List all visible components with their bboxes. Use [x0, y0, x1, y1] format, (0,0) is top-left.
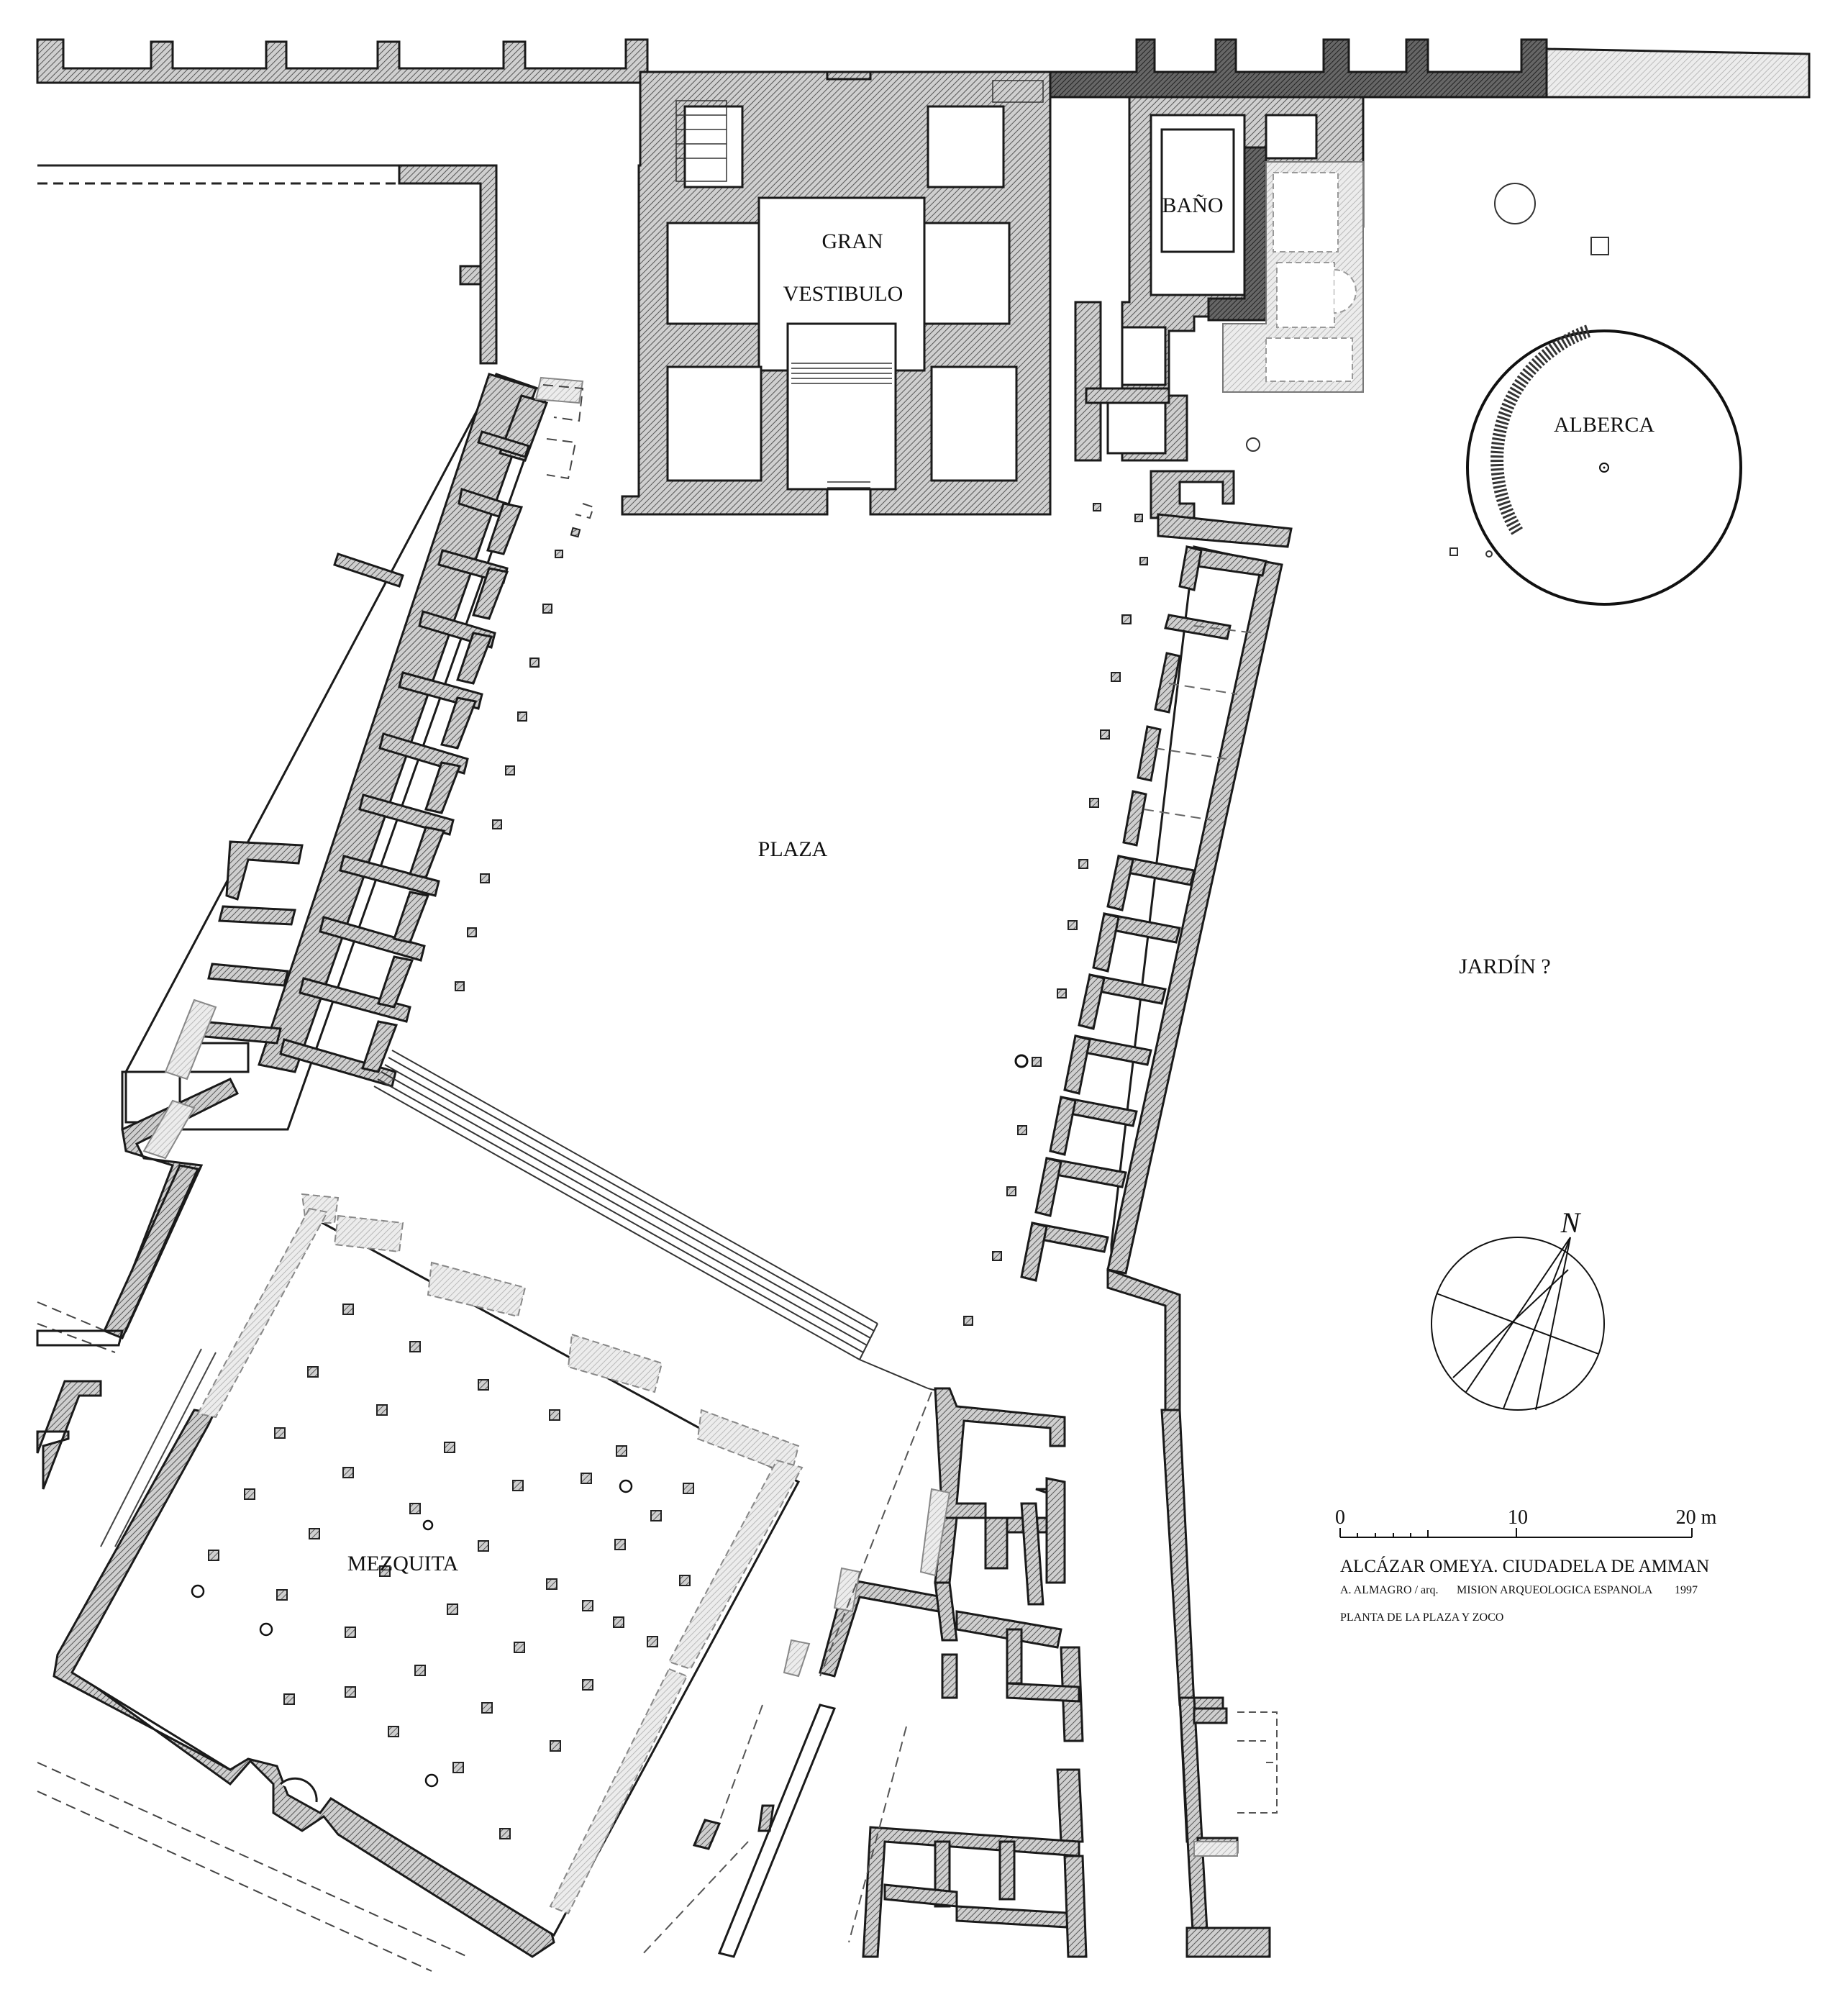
west-long-wall: [36, 1164, 200, 1347]
souk-rooms: [819, 1387, 1088, 1958]
mezquita-west-lines: [37, 1348, 468, 1972]
west-shop-partitions: [279, 430, 530, 1088]
plaza-round-pillar: [1014, 1054, 1029, 1068]
east-outer-wall: [1106, 1268, 1224, 1843]
title-block-title: ALCÁZAR OMEYA. CIUDADELA DE AMMAN: [1340, 1556, 1709, 1576]
title-block-mission: MISION ARQUEOLOGICA ESPANOLA: [1457, 1584, 1653, 1596]
scale-label-20: 20 m: [1676, 1506, 1717, 1529]
plaza-steps: [373, 1050, 943, 1393]
bano-light-inner: [1265, 172, 1357, 382]
east-colonnade-pillars: [963, 503, 1148, 1326]
east-shop-partitions: [1020, 614, 1232, 1282]
souk-dashed: [639, 1391, 932, 1957]
title-block-author: A. ALMAGRO / arq.: [1340, 1584, 1438, 1596]
label-plaza: PLAZA: [758, 837, 828, 861]
label-bano: BAÑO: [1162, 194, 1223, 217]
far-west-wall: [36, 1380, 102, 1490]
alberca-features: [1246, 183, 1609, 558]
east-rooms-light: [1193, 1841, 1238, 1857]
west-wall-upper: [398, 164, 498, 365]
scale-label-0: 0: [1335, 1506, 1345, 1529]
bano-rooms: [1106, 114, 1318, 455]
scale-bar: [1339, 1528, 1693, 1538]
vestibulo-hall: [666, 105, 1018, 491]
title-block-subtitle: PLANTA DE LA PLAZA Y ZOCO: [1340, 1611, 1503, 1624]
west-colonnade-pillars: [455, 527, 581, 991]
label-vestibulo: VESTIBULO: [783, 282, 903, 306]
scale-label-10: 10: [1508, 1506, 1528, 1529]
label-mezquita: MEZQUITA: [347, 1552, 459, 1575]
label-gran: GRAN: [821, 229, 883, 253]
west-shops-light: [142, 376, 584, 1160]
label-jardin: JARDÍN ?: [1459, 955, 1551, 978]
vestibulo-stairs: [675, 80, 1044, 488]
alberca-pool: [1466, 324, 1742, 606]
north-arrow: [1431, 1237, 1605, 1411]
east-rooms: [1178, 1696, 1271, 1958]
mezquita-columns: [208, 1304, 694, 1839]
north-arrow-label: N: [1560, 1206, 1582, 1239]
mezquita-light-walls: [196, 1193, 804, 1915]
bano-south-rooms: [1150, 470, 1293, 548]
west-dashed-lines: [37, 384, 595, 1353]
bano-dark-wall: [1207, 146, 1267, 322]
west-shops-wall: [121, 373, 550, 1131]
north-enclosure-wall-dark: [1034, 38, 1548, 99]
east-shops-wall: [1106, 545, 1283, 1278]
north-enclosure-wall-light: [1545, 47, 1811, 99]
east-rooms-dashed: [1237, 1711, 1278, 1814]
mezquita-round-columns: [191, 1479, 633, 1788]
title-block-year: 1997: [1675, 1584, 1698, 1596]
label-alberca: ALBERCA: [1554, 413, 1654, 437]
mezquita-mihrab: [279, 1777, 318, 1803]
souk-light-walls: [783, 1488, 951, 1678]
east-shops-dashed: [1143, 625, 1256, 821]
west-outline: [37, 164, 494, 360]
souk-south-wall: [692, 1703, 837, 1958]
